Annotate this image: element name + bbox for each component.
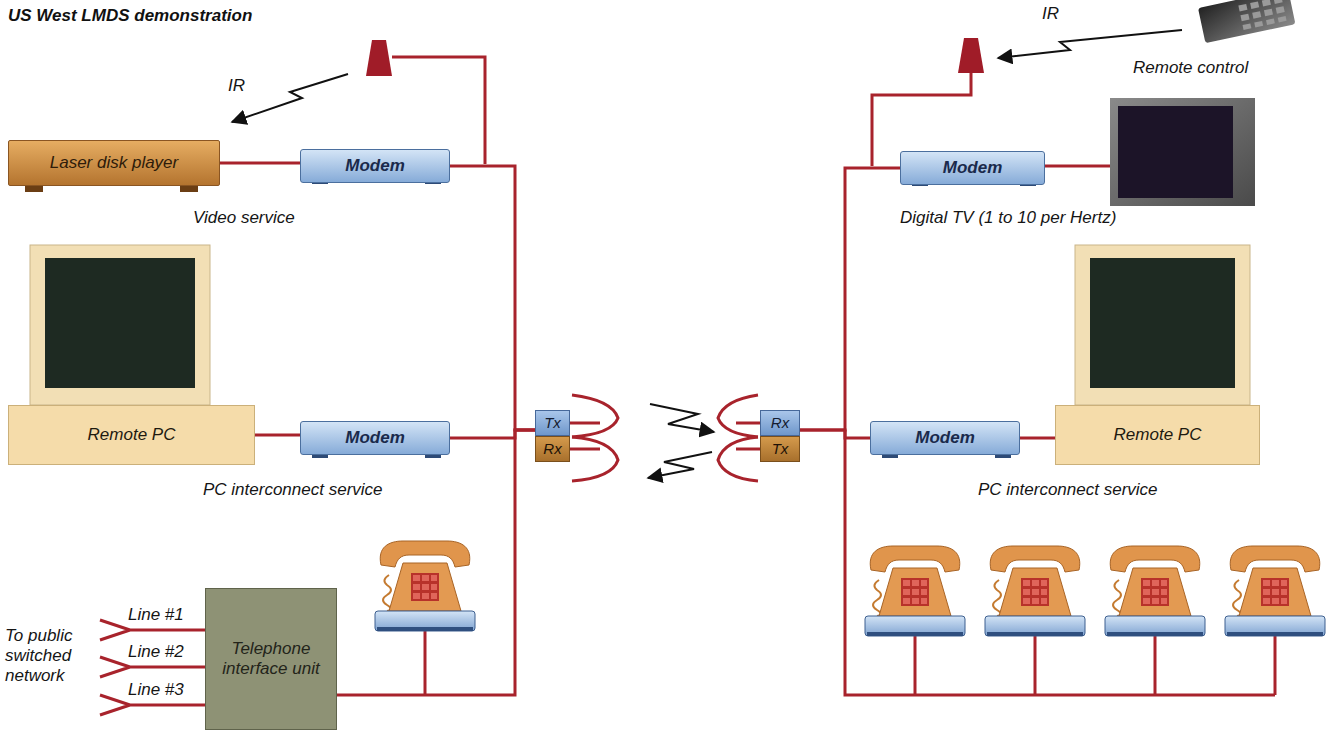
telephone [1105,546,1205,636]
box-text: Modem [943,158,1003,178]
box-text: Telephone interface unit [216,639,326,679]
box-text: Rx [543,439,561,459]
service-label: Video service [193,208,295,228]
signal-wire [255,434,300,437]
box-text: Rx [771,413,789,433]
modem-box: Modem [870,421,1020,455]
interface-unit: Telephone interface unit [205,588,337,730]
signal-wire [800,430,870,438]
service-label: Digital TV (1 to 10 per Hertz) [900,208,1116,228]
modem-box: Modem [900,151,1045,185]
signal-label: IR [1042,4,1059,24]
ir-emitter [366,40,392,76]
signal-wire [337,430,535,695]
box-text: Modem [915,428,975,448]
signal-wire [220,162,300,165]
box-text: Modem [345,156,405,176]
remote-control [1198,0,1295,43]
transmitter-box: Tx [760,436,800,462]
signal-wire [450,166,535,430]
signal-label: IR [228,76,245,96]
receiver-box: Rx [535,436,570,462]
device-feet [25,186,198,192]
modem-box: Modem [300,149,450,183]
monitor [1075,245,1250,405]
transmitter-box: Tx [535,410,570,436]
box-text: Remote PC [1114,425,1202,445]
diagram-title: US West LMDS demonstration [8,6,252,26]
telephone [375,541,475,631]
service-label: PC interconnect service [978,480,1158,500]
line-label: Line #3 [128,680,184,700]
device-box: Laser disk player [8,140,220,186]
signal-wire [1020,437,1055,440]
monitor [30,245,210,405]
box-text: Laser disk player [50,153,179,173]
box-text: Modem [345,428,405,448]
service-label: PC interconnect service [203,480,383,500]
digital-tv [1110,98,1255,206]
line-label: Line #1 [128,605,184,625]
signal-wire [800,168,900,430]
pc-base: Remote PC [8,405,255,465]
box-text: Tx [772,439,789,459]
box-text: Tx [544,413,561,433]
telephone [1225,546,1325,636]
signal-arrows [232,30,1182,478]
network-label: To public switched network [5,626,97,686]
modem-box: Modem [300,421,450,455]
telephone [985,546,1085,636]
ir-emitter [958,38,984,73]
box-text: Remote PC [88,425,176,445]
device-label: Remote control [1133,58,1248,78]
line-label: Line #2 [128,642,184,662]
telephone [865,546,965,636]
pc-base: Remote PC [1055,405,1260,465]
receiver-box: Rx [760,410,800,436]
